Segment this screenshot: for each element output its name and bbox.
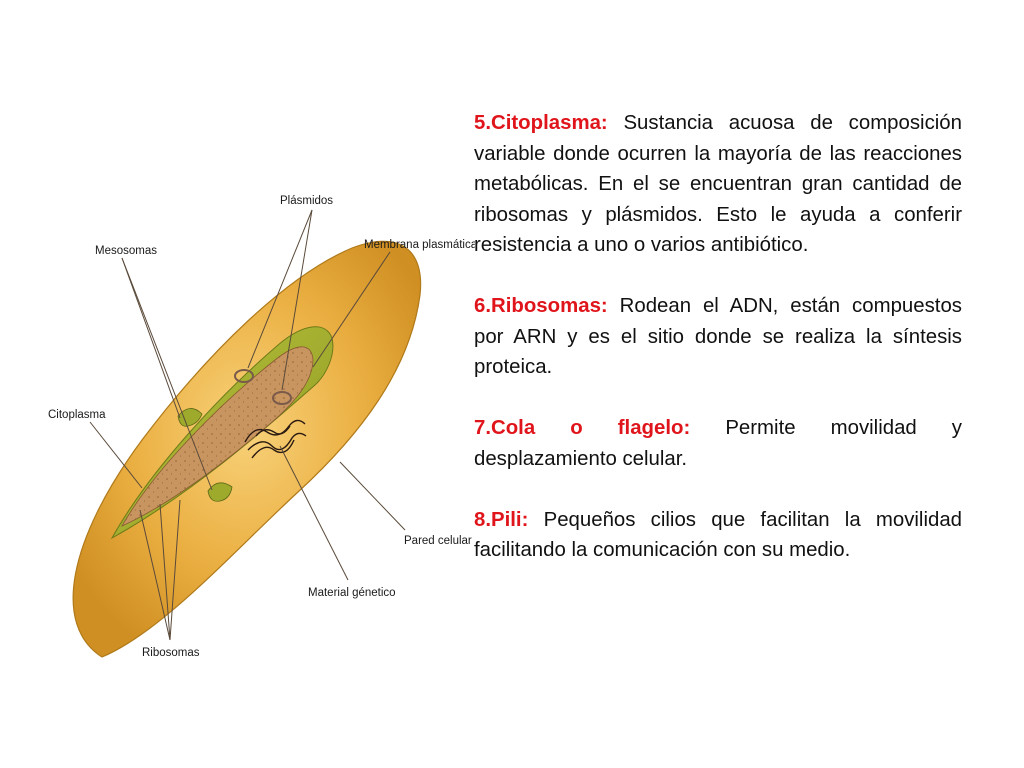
plasma-membrane-label: Membrana plasmática bbox=[364, 239, 475, 251]
term-flagellum: 7.Cola o flagelo: bbox=[474, 417, 691, 439]
plasmids-pointer bbox=[247, 209, 313, 369]
cytoplasm-texture bbox=[122, 346, 313, 526]
mesosome-fold bbox=[207, 482, 233, 502]
mesosomes-pointer bbox=[121, 257, 181, 419]
cell-wall-label: Pared celular bbox=[404, 535, 472, 547]
definitions-panel: 5.Citoplasma: Sustancia acuosa de compos… bbox=[474, 108, 962, 596]
definition-cytoplasm-text: Sustancia acuosa de composición variable… bbox=[474, 112, 962, 256]
cytoplasm-pointer bbox=[89, 421, 143, 489]
plasmid bbox=[234, 369, 254, 383]
cytoplasm-label: Citoplasma bbox=[48, 409, 106, 421]
definition-cytoplasm: 5.Citoplasma: Sustancia acuosa de compos… bbox=[474, 108, 962, 261]
ribosomes-label: Ribosomas bbox=[142, 647, 200, 659]
definition-flagellum: 7.Cola o flagelo: Permite movilidad y de… bbox=[474, 413, 962, 474]
term-cytoplasm: 5.Citoplasma: bbox=[474, 112, 608, 134]
definition-flagellum-text: Permite movilidad y desplazamiento celul… bbox=[474, 417, 963, 470]
plasmids-pointer bbox=[281, 209, 313, 391]
ribosomes-pointer bbox=[159, 503, 171, 641]
membrane-pointer bbox=[312, 251, 391, 368]
definition-ribosomes-text: Rodean el ADN, están compuestos por ARN … bbox=[474, 295, 962, 378]
term-ribosomes: 6.Ribosomas: bbox=[474, 295, 608, 317]
definition-pili-text: Pequeños cilios que facilitan la movilid… bbox=[474, 508, 962, 562]
bacterial-cell-diagram: Plásmidos Mesosomas Membrana plasmática … bbox=[48, 195, 475, 659]
term-pili: 8.Pili: bbox=[474, 508, 529, 531]
ribosomes-pointer bbox=[139, 509, 171, 641]
mesosomes-label: Mesosomas bbox=[95, 245, 157, 257]
definition-pili: 8.Pili: Pequeños cilios que facilitan la… bbox=[474, 505, 962, 566]
genetic-material-label: Material génetico bbox=[308, 587, 396, 599]
plasmid bbox=[272, 391, 292, 405]
ribosomes-pointer bbox=[169, 499, 181, 641]
cell-capsule bbox=[72, 240, 422, 658]
plasmids-label: Plásmidos bbox=[280, 195, 333, 207]
genetic-material-pointer bbox=[279, 445, 349, 581]
mesosomes-pointer bbox=[121, 257, 213, 491]
cell-wall-pointer bbox=[339, 461, 406, 531]
definition-ribosomes: 6.Ribosomas: Rodean el ADN, están compue… bbox=[474, 291, 962, 383]
mesosome-fold bbox=[177, 408, 203, 427]
